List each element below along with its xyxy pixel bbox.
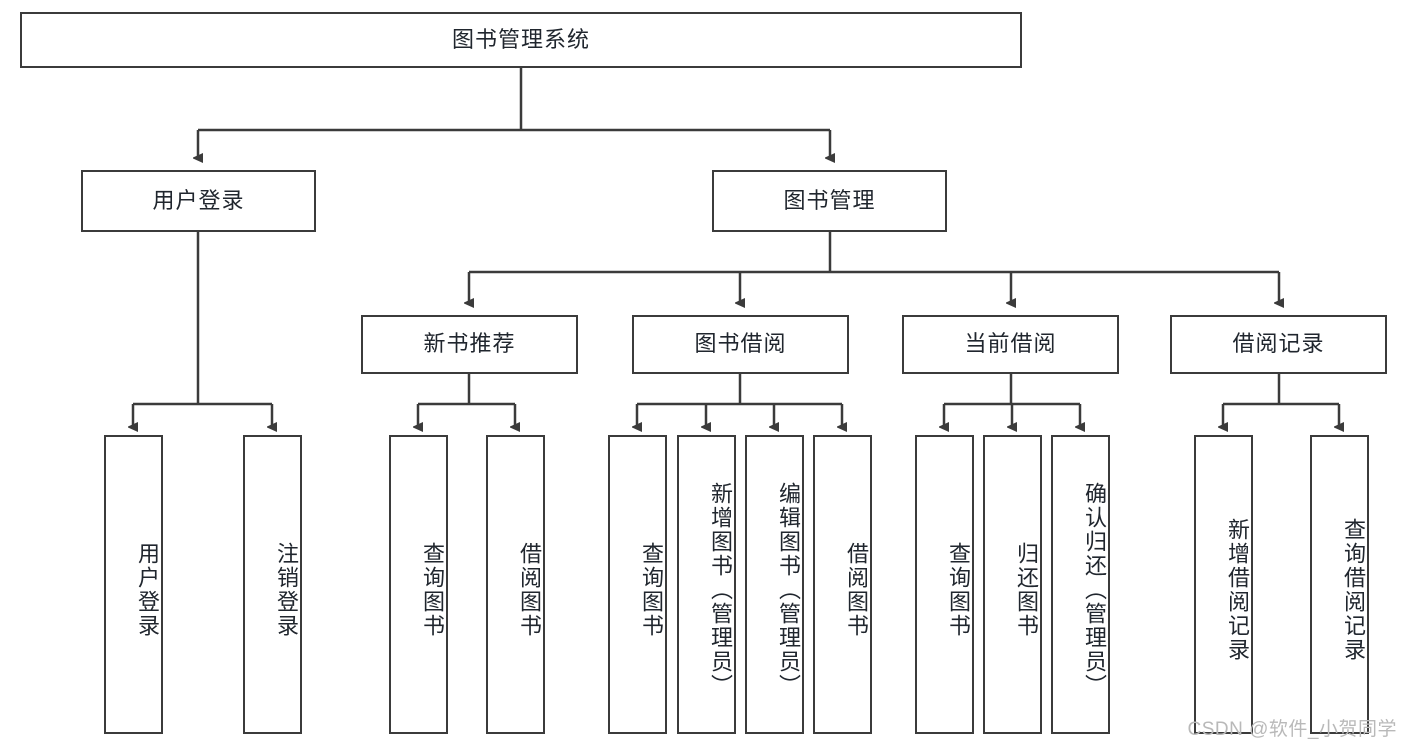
leaf-newbook-borrow-book[interactable]: 借阅图书 (486, 435, 545, 734)
node-borrow-records[interactable]: 借阅记录 (1170, 315, 1387, 374)
leaf-current-query-book[interactable]: 查询图书 (915, 435, 974, 734)
node-root[interactable]: 图书管理系统 (20, 12, 1022, 68)
leaf-user-logout-label: 注销登录 (274, 541, 299, 638)
leaf-records-add-record-label: 新增借阅记录 (1225, 517, 1250, 662)
leaf-borrow-query-book-label: 查询图书 (639, 541, 664, 638)
node-book-borrow[interactable]: 图书借阅 (632, 315, 849, 374)
leaf-newbook-borrow-book-label: 借阅图书 (517, 541, 542, 638)
leaf-records-query-record[interactable]: 查询借阅记录 (1310, 435, 1369, 734)
leaf-borrow-lend-book-label: 借阅图书 (844, 541, 869, 638)
leaf-borrow-add-book[interactable]: 新增图书（管理员） (677, 435, 736, 734)
leaf-records-add-record[interactable]: 新增借阅记录 (1194, 435, 1253, 734)
leaf-current-return-book[interactable]: 归还图书 (983, 435, 1042, 734)
node-current-borrow[interactable]: 当前借阅 (902, 315, 1119, 374)
node-current-borrow-label: 当前借阅 (964, 331, 1057, 357)
leaf-borrow-lend-book[interactable]: 借阅图书 (813, 435, 872, 734)
leaf-current-confirm-return-label: 确认归还（管理员） (1082, 481, 1107, 698)
leaf-borrow-edit-book[interactable]: 编辑图书（管理员） (745, 435, 804, 734)
node-book-management-label: 图书管理 (783, 187, 876, 213)
leaf-records-query-record-label: 查询借阅记录 (1341, 517, 1366, 662)
watermark: CSDN @软件_小贺同学 (1187, 719, 1397, 740)
node-borrow-records-label: 借阅记录 (1232, 331, 1325, 357)
leaf-current-query-book-label: 查询图书 (946, 541, 971, 638)
node-user-login[interactable]: 用户登录 (81, 170, 316, 232)
leaf-borrow-edit-book-label: 编辑图书（管理员） (776, 481, 801, 698)
node-user-login-label: 用户登录 (152, 187, 245, 213)
node-root-label: 图书管理系统 (451, 26, 590, 52)
leaf-user-login[interactable]: 用户登录 (104, 435, 163, 734)
node-new-book-recommend[interactable]: 新书推荐 (361, 315, 578, 374)
node-book-borrow-label: 图书借阅 (694, 331, 787, 357)
leaf-user-login-label: 用户登录 (135, 541, 160, 638)
leaf-borrow-add-book-label: 新增图书（管理员） (708, 481, 733, 698)
leaf-current-confirm-return[interactable]: 确认归还（管理员） (1051, 435, 1110, 734)
leaf-borrow-query-book[interactable]: 查询图书 (608, 435, 667, 734)
leaf-newbook-query-book[interactable]: 查询图书 (389, 435, 448, 734)
leaf-current-return-book-label: 归还图书 (1014, 541, 1039, 638)
node-new-book-recommend-label: 新书推荐 (423, 331, 516, 357)
node-book-management[interactable]: 图书管理 (712, 170, 947, 232)
leaf-user-logout[interactable]: 注销登录 (243, 435, 302, 734)
leaf-newbook-query-book-label: 查询图书 (420, 541, 445, 638)
